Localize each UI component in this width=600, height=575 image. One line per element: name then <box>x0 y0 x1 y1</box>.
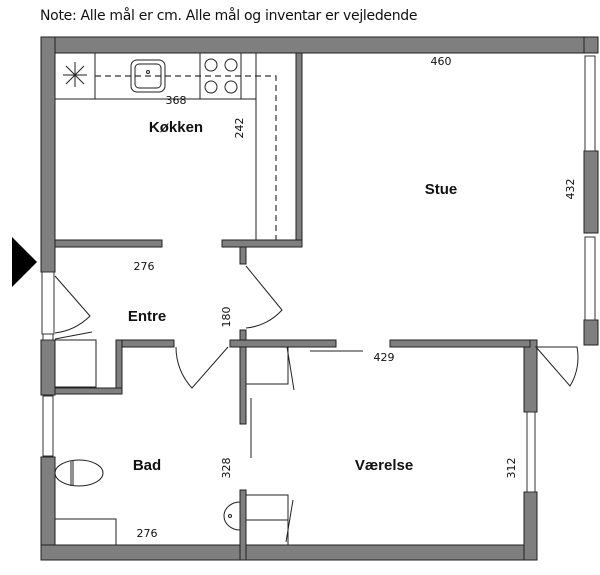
dim-living-depth: 432 <box>564 179 577 200</box>
shower <box>54 518 117 546</box>
doors <box>41 265 579 458</box>
dim-living-width: 460 <box>431 55 452 68</box>
room-label-living: Stue <box>425 181 458 198</box>
room-label-entry: Entre <box>128 308 166 325</box>
entrance-arrow-icon <box>12 237 37 287</box>
dim-entry-depth: 180 <box>220 307 233 328</box>
stove-icon <box>199 52 242 100</box>
dim-kitchen-width: 368 <box>166 94 187 107</box>
fan-icon <box>63 62 87 87</box>
toilet-icon <box>54 459 104 487</box>
dim-kitchen-depth: 242 <box>233 118 246 139</box>
dim-entry-width: 276 <box>134 260 155 273</box>
washbasin-icon <box>223 501 241 531</box>
bath-fixtures <box>54 459 241 546</box>
sink-icon <box>130 59 166 93</box>
dim-bedroom-width: 429 <box>374 351 395 364</box>
dim-bedroom-depth: 312 <box>505 458 518 479</box>
wardrobes <box>245 346 295 546</box>
windows <box>42 55 596 493</box>
room-label-bedroom: Værelse <box>355 457 413 474</box>
dim-bath-width: 276 <box>137 527 158 540</box>
walls <box>40 36 599 561</box>
kitchen-counter <box>54 52 277 240</box>
plan-note: Note: Alle mål er cm. Alle mål og invent… <box>40 8 418 24</box>
room-label-bath: Bad <box>133 457 161 474</box>
dim-bath-depth: 328 <box>220 458 233 479</box>
room-label-kitchen: Køkken <box>149 119 203 136</box>
closet <box>54 331 97 388</box>
